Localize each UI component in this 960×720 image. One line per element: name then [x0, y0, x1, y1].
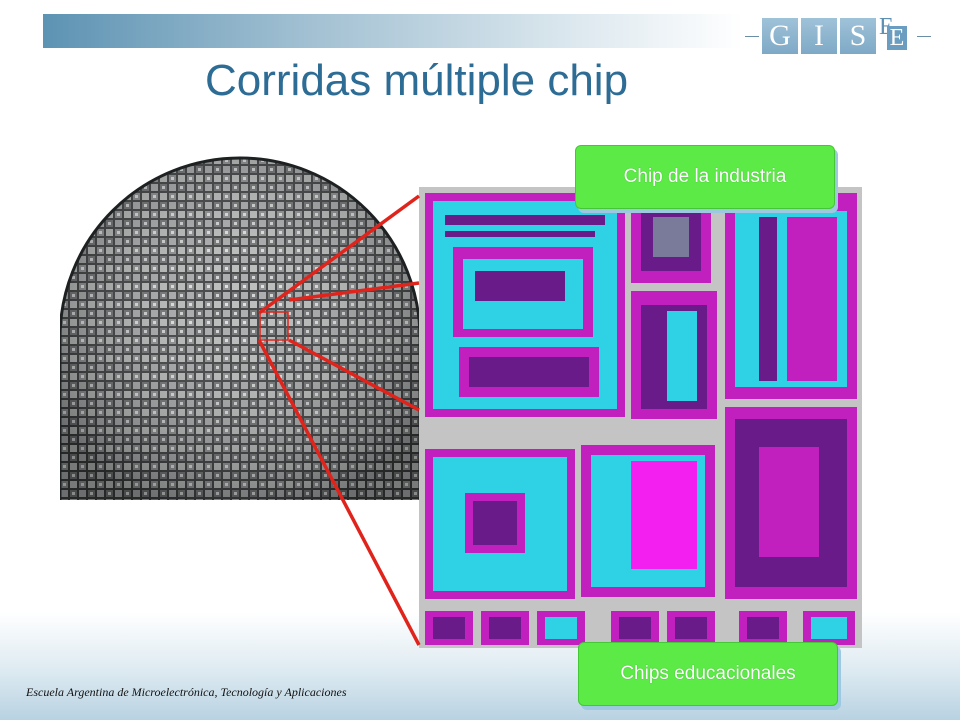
header-gradient-bar: [43, 14, 743, 48]
logo-ee-mark: E E: [879, 14, 917, 54]
slide-title: Corridas múltiple chip: [205, 56, 629, 105]
gise-logo: G I S E E: [745, 14, 931, 54]
educational-chips-label: Chips educacionales: [620, 663, 796, 684]
multi-chip-layout-image: [419, 187, 862, 648]
logo-letter-g: G: [762, 18, 798, 54]
logo-letter-i: I: [801, 18, 837, 54]
educational-chips-callout: Chips educacionales: [578, 642, 838, 706]
logo-letter-s: S: [840, 18, 876, 54]
logo-line-left: [745, 35, 759, 37]
footer-institution: Escuela Argentina de Microelectrónica, T…: [26, 685, 347, 699]
wafer-image: [60, 156, 420, 500]
logo-letter-e2: E: [887, 25, 907, 51]
logo-line-right: [917, 35, 931, 37]
industry-chip-label: Chip de la industria: [623, 166, 787, 187]
industry-chip-callout: Chip de la industria: [575, 145, 835, 209]
